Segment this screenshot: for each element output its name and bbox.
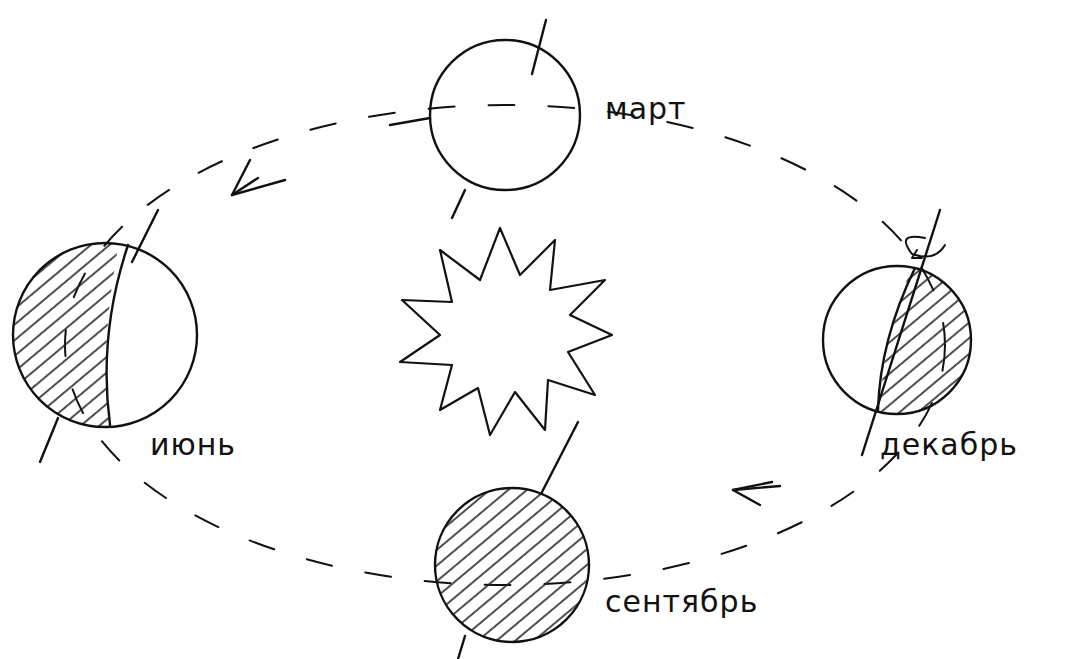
month-label: март bbox=[605, 92, 687, 125]
month-label: декабрь bbox=[880, 428, 1018, 461]
month-label: июнь bbox=[150, 428, 236, 461]
month-label: сентябрь bbox=[605, 585, 758, 618]
